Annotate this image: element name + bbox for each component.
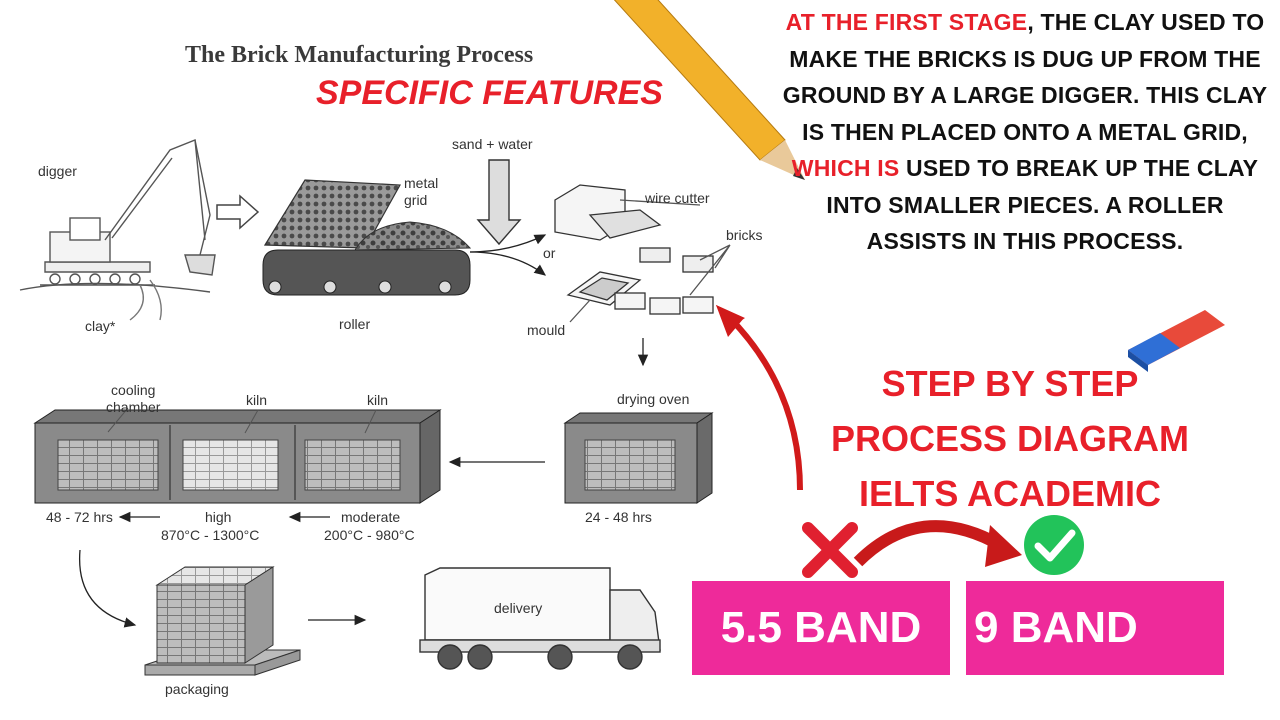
label-sand-water: sand + water bbox=[452, 136, 533, 152]
label-metal-grid: metal grid bbox=[404, 175, 439, 208]
band-before-badge: 5.5 BAND bbox=[692, 581, 950, 675]
paragraph-text: used to break up the clay into smaller p… bbox=[826, 155, 1259, 254]
highlight-phrase: which is bbox=[791, 155, 900, 181]
label-bricks: bricks bbox=[726, 227, 763, 243]
label-roller: roller bbox=[339, 316, 371, 332]
label-moderate-temp: 200°C - 980°C bbox=[324, 527, 415, 543]
label-packaging: packaging bbox=[165, 681, 229, 697]
label-drying-time: 24 - 48 hrs bbox=[585, 509, 652, 525]
label-kiln-1: kiln bbox=[246, 392, 268, 408]
flow-arrow-1 bbox=[216, 194, 260, 230]
promo-heading: STEP BY STEP PROCESS DIAGRAM IELTS ACADE… bbox=[790, 356, 1230, 521]
label-digger: digger bbox=[38, 163, 77, 179]
paragraph-text: , the clay used to make the bricks is du… bbox=[782, 9, 1268, 145]
band-after-badge: 9 BAND bbox=[966, 581, 1224, 675]
mould-illustration bbox=[566, 244, 731, 323]
label-wire-cutter: wire cutter bbox=[645, 190, 710, 206]
delivery-truck-illustration bbox=[419, 567, 661, 670]
label-delivery: delivery bbox=[494, 600, 543, 616]
highlight-phrase: At the first stage bbox=[785, 9, 1028, 35]
promo-line-2: PROCESS DIAGRAM bbox=[830, 418, 1190, 459]
grid-conveyor-illustration bbox=[262, 179, 472, 296]
label-drying-oven: drying oven bbox=[617, 391, 690, 407]
packaging-illustration bbox=[144, 566, 301, 676]
label-high: high bbox=[205, 509, 232, 525]
label-or: or bbox=[543, 245, 556, 261]
pencil-icon bbox=[613, 0, 805, 180]
specific-features-heading: SPECIFIC FEATURES bbox=[316, 74, 663, 112]
wire-cutter-illustration bbox=[554, 184, 714, 273]
eraser-icon bbox=[1128, 310, 1225, 372]
sand-water-arrow bbox=[476, 159, 522, 246]
label-kiln-2: kiln bbox=[367, 392, 389, 408]
digger-illustration bbox=[19, 139, 216, 321]
label-clay: clay* bbox=[85, 318, 116, 334]
label-moderate: moderate bbox=[341, 509, 401, 525]
diagram-title: The Brick Manufacturing Process bbox=[185, 42, 534, 68]
sample-answer-paragraph: At the first stage, the clay used to mak… bbox=[780, 4, 1270, 260]
curved-arrow-icon bbox=[727, 315, 803, 491]
label-cooling-time: 48 - 72 hrs bbox=[46, 509, 113, 525]
cross-icon bbox=[802, 522, 858, 578]
kiln-chambers-illustration bbox=[33, 407, 442, 504]
label-high-temp: 870°C - 1300°C bbox=[161, 527, 260, 543]
label-cooling-chamber: cooling chamber bbox=[106, 382, 161, 415]
check-icon bbox=[1024, 515, 1084, 575]
drying-oven-illustration bbox=[563, 412, 714, 504]
label-mould: mould bbox=[527, 322, 566, 338]
promo-line-1: STEP BY STEP bbox=[881, 363, 1139, 404]
promo-line-3: IELTS ACADEMIC bbox=[859, 473, 1161, 514]
